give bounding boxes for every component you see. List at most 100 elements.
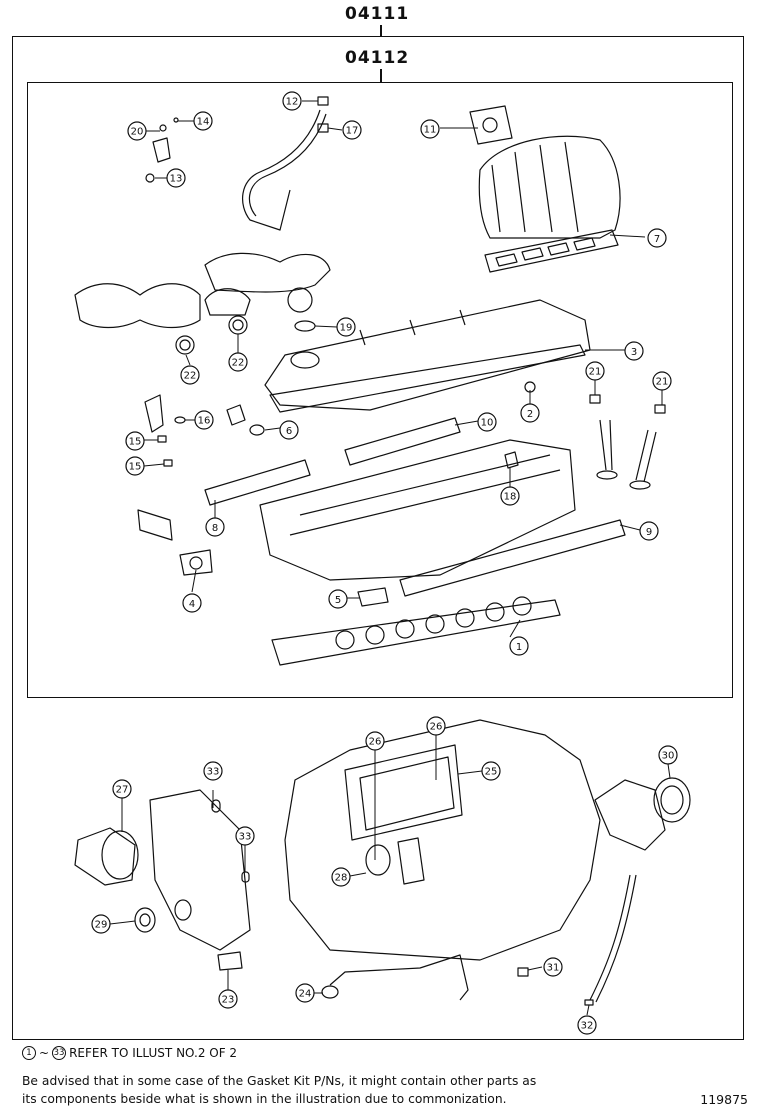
callout-26b: 26: [426, 716, 446, 736]
svg-text:28: 28: [335, 873, 348, 884]
timing-cover-drawing: [149, 789, 251, 971]
callout-24: 24: [295, 983, 315, 1003]
outer-code-leader: [380, 25, 382, 36]
svg-text:3: 3: [631, 347, 637, 358]
callout-21a: 21: [585, 361, 605, 381]
callout-23: 23: [218, 989, 238, 1009]
svg-text:15: 15: [129, 437, 142, 448]
svg-text:24: 24: [299, 989, 312, 1000]
svg-text:16: 16: [198, 416, 211, 427]
svg-text:14: 14: [197, 117, 210, 128]
callout-25: 25: [481, 761, 501, 781]
callout-7: 7: [647, 228, 667, 248]
svg-text:20: 20: [131, 127, 144, 138]
advisory-line-2: its components beside what is shown in t…: [22, 1092, 507, 1106]
valves-drawing: [589, 394, 666, 490]
svg-text:33: 33: [207, 767, 220, 778]
intake-manifold-drawing: [469, 105, 621, 273]
callout-33b: 33: [235, 826, 255, 846]
leader-lines: [109, 100, 671, 1016]
callout-22a: 22: [180, 365, 200, 385]
advisory-line-1: Be advised that in some case of the Gask…: [22, 1074, 537, 1088]
callout-21b: 21: [652, 371, 672, 391]
callout-14: 14: [193, 111, 213, 131]
callout-16: 16: [194, 410, 214, 430]
svg-text:25: 25: [485, 767, 498, 778]
svg-text:7: 7: [654, 234, 660, 245]
water-pump-drawing: [74, 827, 156, 933]
svg-text:13: 13: [170, 174, 183, 185]
callout-27: 27: [112, 779, 132, 799]
svg-text:2: 2: [527, 409, 533, 420]
callout-4: 4: [182, 593, 202, 613]
rear-seal-drawing: [594, 777, 691, 851]
svg-text:1: 1: [516, 642, 522, 653]
callout-6: 6: [279, 420, 299, 440]
svg-text:11: 11: [424, 125, 437, 136]
callout-32: 32: [577, 1015, 597, 1035]
callout-12: 12: [282, 91, 302, 111]
svg-text:31: 31: [547, 963, 560, 974]
callout-1: 1: [509, 636, 529, 656]
callout-26a: 26: [365, 731, 385, 751]
ref-separator: ~: [39, 1046, 50, 1060]
svg-text:8: 8: [212, 523, 218, 534]
cylinder-head-drawing: [259, 439, 576, 581]
outer-kit-frame: [12, 36, 744, 1040]
callout-17: 17: [342, 120, 362, 140]
svg-text:22: 22: [232, 358, 245, 369]
svg-text:12: 12: [286, 97, 299, 108]
callout-18: 18: [500, 486, 520, 506]
svg-text:10: 10: [481, 418, 494, 429]
callout-29: 29: [91, 914, 111, 934]
callout-9: 9: [639, 521, 659, 541]
svg-text:5: 5: [335, 595, 341, 606]
svg-text:9: 9: [646, 527, 652, 538]
callout-20: 20: [127, 121, 147, 141]
svg-text:29: 29: [95, 920, 108, 931]
svg-text:30: 30: [662, 751, 675, 762]
svg-text:19: 19: [340, 323, 353, 334]
small-gaskets-drawing: [137, 315, 626, 666]
callout-31: 31: [543, 957, 563, 977]
callout-28: 28: [331, 867, 351, 887]
svg-text:32: 32: [581, 1021, 594, 1032]
callout-33a: 33: [203, 761, 223, 781]
illustration-reference-note: 1 ~ 33 REFER TO ILLUST NO.2 OF 2: [22, 1046, 237, 1060]
callout-15a: 15: [125, 431, 145, 451]
advisory-note: Be advised that in some case of the Gask…: [22, 1072, 622, 1108]
callout-11: 11: [420, 119, 440, 139]
inner-code-leader: [380, 69, 382, 82]
svg-text:26: 26: [430, 722, 443, 733]
callout-5: 5: [328, 589, 348, 609]
ref-text: REFER TO ILLUST NO.2 OF 2: [69, 1046, 238, 1060]
ref-end-callout: 33: [52, 1046, 67, 1060]
head-cover-drawing: [264, 299, 591, 413]
svg-text:15: 15: [129, 462, 142, 473]
callout-19: 19: [336, 317, 356, 337]
inner-kit-frame: [27, 82, 733, 698]
svg-text:6: 6: [286, 426, 292, 437]
callout-bubbles: 1 2 3 4 5 6 7 8 9 10 11 12 13 14 15 15 1…: [91, 91, 678, 1035]
callout-15b: 15: [125, 456, 145, 476]
svg-text:26: 26: [369, 737, 382, 748]
vacuum-pipe-drawing: [242, 96, 329, 231]
callout-30: 30: [658, 745, 678, 765]
callout-22b: 22: [228, 352, 248, 372]
illustration-id: 119875: [700, 1092, 748, 1107]
callout-8: 8: [205, 517, 225, 537]
svg-text:21: 21: [656, 377, 669, 388]
svg-text:27: 27: [116, 785, 129, 796]
svg-text:18: 18: [504, 492, 517, 503]
inner-kit-code: 04112: [345, 48, 410, 68]
svg-text:22: 22: [184, 371, 197, 382]
oil-strainer-drawing: [321, 874, 637, 1006]
callout-2: 2: [520, 403, 540, 423]
svg-text:4: 4: [189, 599, 195, 610]
callout-3: 3: [624, 341, 644, 361]
engine-block-drawing: [284, 719, 601, 961]
exhaust-manifold-drawing: [74, 252, 331, 329]
svg-text:21: 21: [589, 367, 602, 378]
callout-13: 13: [166, 168, 186, 188]
